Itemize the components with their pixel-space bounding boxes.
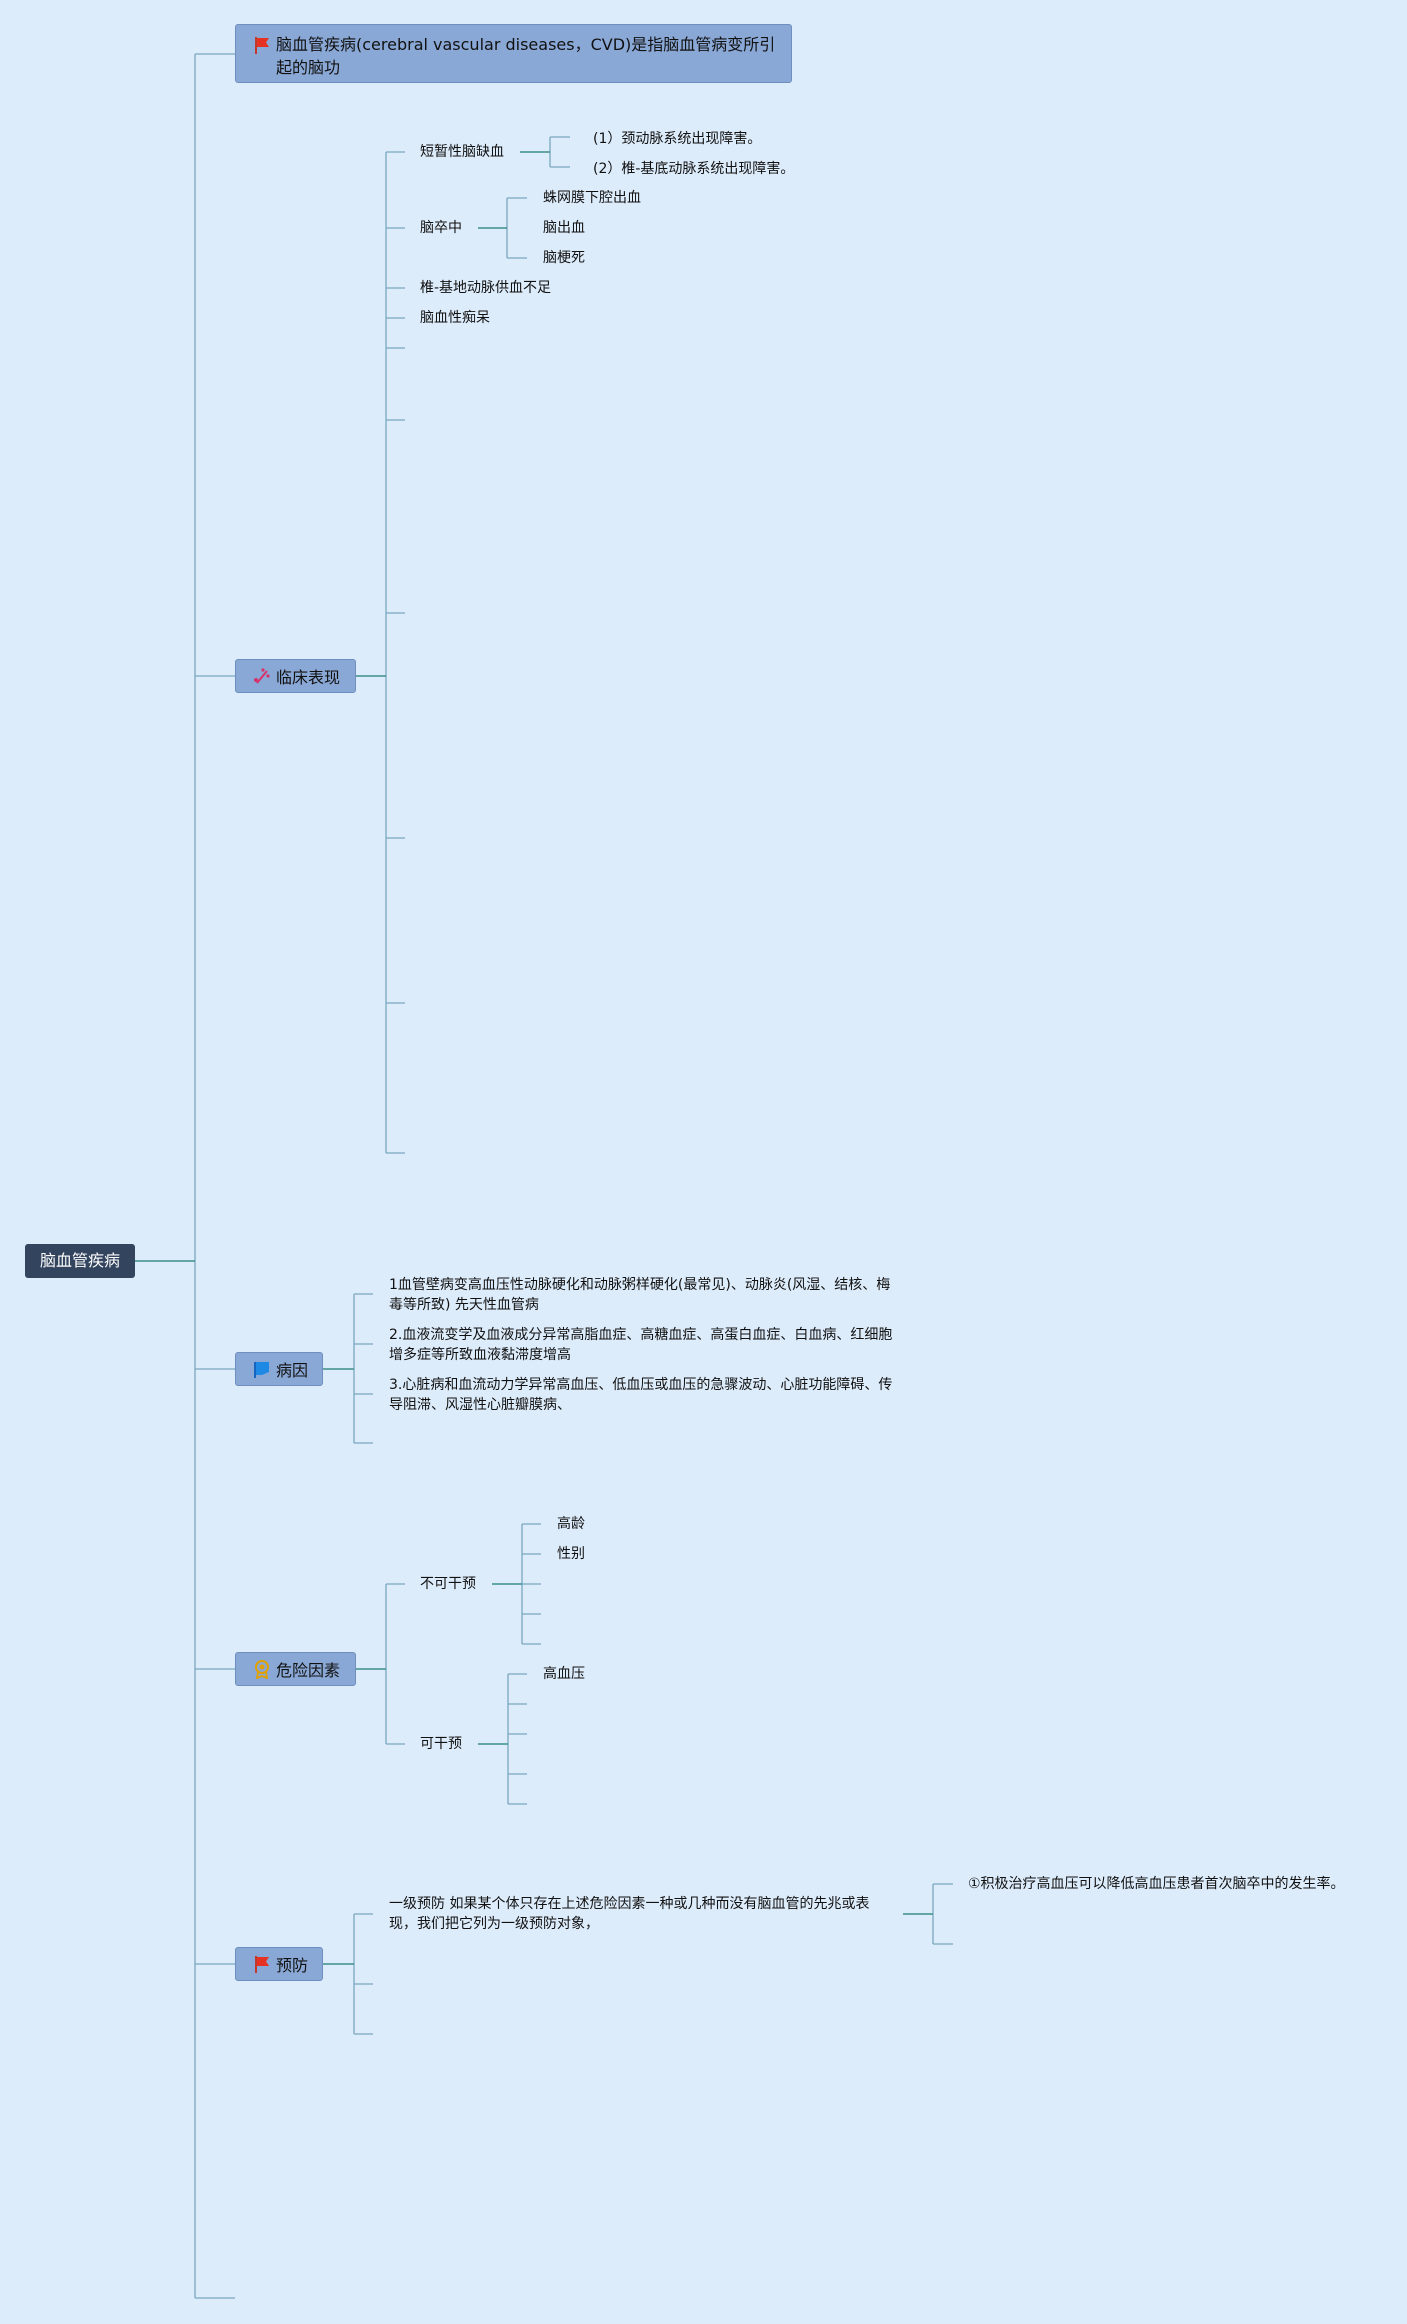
- blue-flag-icon: [252, 1359, 272, 1379]
- definition-node[interactable]: 脑血管疾病(cerebral vascular diseases，CVD)是指脑…: [235, 24, 792, 83]
- tia-vertebrobasilar-node[interactable]: (2）椎-基底动脉系统出现障害。: [593, 161, 795, 177]
- tia-carotid-node[interactable]: (1）颈动脉系统出现障害。: [593, 131, 762, 147]
- primary-prevention-node[interactable]: 一级预防 如果某个体只存在上述危险因素一种或几种而没有脑血管的先兆或表现，我们把…: [389, 1896, 870, 1932]
- stroke-node[interactable]: 脑卒中: [420, 220, 462, 236]
- vba-insufficiency-node[interactable]: 椎-基地动脉供血不足: [420, 280, 552, 296]
- clinical-node[interactable]: 临床表现: [235, 659, 356, 693]
- modifiable-node[interactable]: 可干预: [420, 1736, 462, 1752]
- vascular-dementia-node[interactable]: 脑血性痴呆: [420, 310, 490, 326]
- age-node[interactable]: 高龄: [557, 1516, 585, 1532]
- clinical-label: 临床表现: [276, 668, 341, 687]
- cerebral-hemorrhage-node[interactable]: 脑出血: [543, 220, 585, 236]
- cerebral-infarction-node[interactable]: 脑梗死: [543, 250, 585, 266]
- subarachnoid-hemorrhage-node[interactable]: 蛛网膜下腔出血: [543, 190, 641, 206]
- sparkle-icon: [252, 666, 272, 686]
- prevention-node[interactable]: 预防: [235, 1947, 323, 1981]
- prevention-label: 预防: [276, 1956, 309, 1975]
- risk-node[interactable]: 危险因素: [235, 1652, 356, 1686]
- sex-node[interactable]: 性别: [557, 1546, 585, 1562]
- treat-hypertension-node[interactable]: ①积极治疗高血压可以降低高血压患者首次脑卒中的发生率。: [968, 1876, 1345, 1892]
- cause-label: 病因: [276, 1361, 309, 1380]
- cause-vessel-wall-node[interactable]: 1血管壁病变高血压性动脉硬化和动脉粥样硬化(最常见)、动脉炎(风湿、结核、梅毒等…: [389, 1277, 891, 1313]
- red-flag-icon: [252, 1954, 272, 1974]
- red-flag-icon: [252, 35, 272, 55]
- cause-blood-node[interactable]: 2.血液流变学及血液成分异常高脂血症、高糖血症、高蛋白血症、白血病、红细胞增多症…: [389, 1327, 893, 1363]
- definition-text: 脑血管疾病(cerebral vascular diseases，CVD)是指脑…: [276, 35, 776, 77]
- award-icon: [252, 1659, 272, 1679]
- cause-hemodynamic-node[interactable]: 3.心脏病和血流动力学异常高血压、低血压或血压的急骤波动、心脏功能障碍、传导阻滞…: [389, 1377, 893, 1413]
- tia-node[interactable]: 短暂性脑缺血: [420, 144, 504, 160]
- cause-node[interactable]: 病因: [235, 1352, 323, 1386]
- risk-label: 危险因素: [276, 1661, 341, 1680]
- non-modifiable-node[interactable]: 不可干预: [420, 1576, 476, 1592]
- hypertension-node[interactable]: 高血压: [543, 1666, 585, 1682]
- root-node[interactable]: 脑血管疾病: [25, 1244, 135, 1278]
